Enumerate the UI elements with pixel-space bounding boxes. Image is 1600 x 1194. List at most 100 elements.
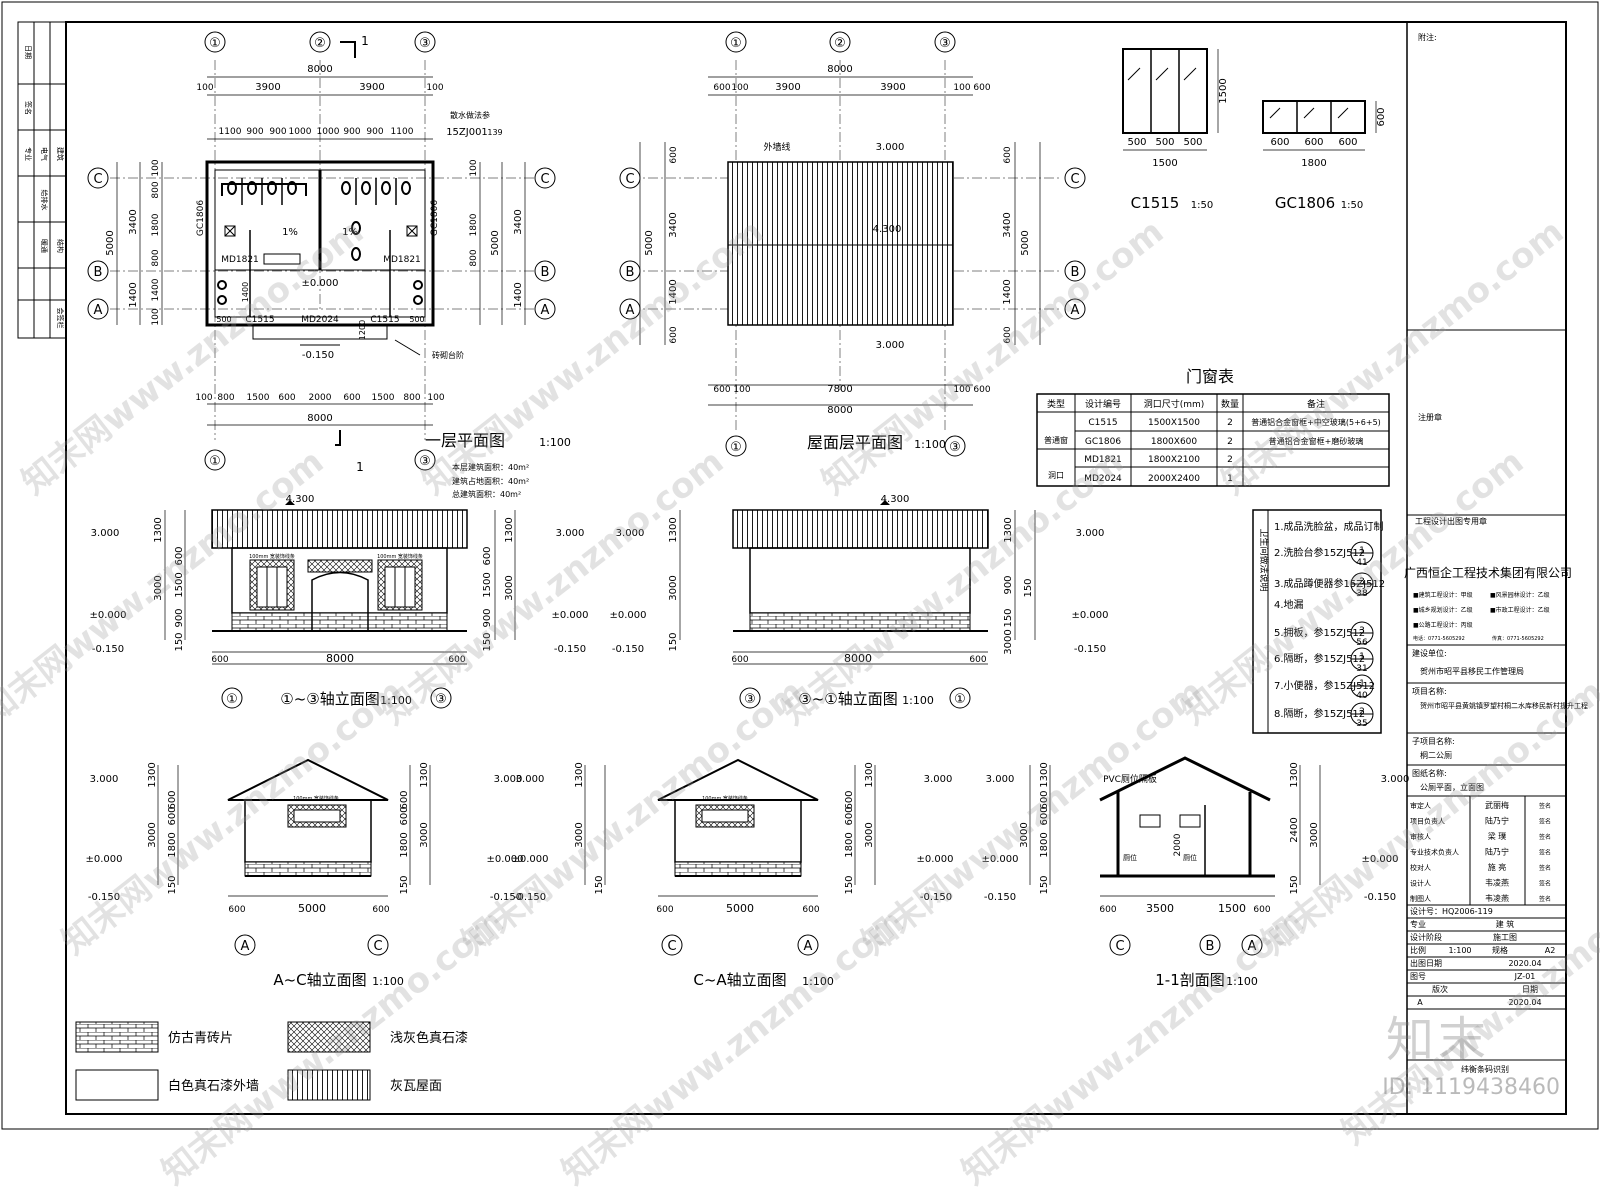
label: MD1821 (383, 255, 421, 265)
label: 暖通 (40, 239, 49, 253)
label: 结构 (56, 239, 65, 253)
label: 100 (733, 385, 750, 395)
grid-bubble-1 (725, 435, 747, 457)
label: 2.洗脸台参15ZJ512 (1274, 546, 1365, 559)
label: 设计人 (1410, 879, 1431, 888)
label: 1500 (372, 393, 395, 403)
label: 500 (216, 315, 231, 324)
elev1-title: ①~③轴立面图 (280, 690, 379, 708)
grid-bubble (1109, 934, 1131, 956)
grid-bubble-1-label: ① (730, 440, 742, 455)
label: 600 (174, 546, 185, 565)
label: 1:100 (914, 438, 946, 451)
label: 3.000 (1381, 774, 1410, 785)
label: 15ZJ001 (446, 127, 488, 138)
label: 150 (174, 632, 185, 651)
grid-bubble-1 (204, 449, 226, 471)
grid-bubble-a (1064, 298, 1086, 320)
legend-label: 灰瓦屋面 (390, 1079, 442, 1094)
label: 100 (151, 159, 161, 176)
grid-bubble (739, 687, 761, 709)
grid-bubble-a-label: A (626, 303, 635, 318)
label: 600 (399, 806, 410, 825)
grid-bubble (1241, 934, 1263, 956)
legend-swatch-cross (287, 1021, 371, 1053)
grid-bubble-3 (414, 31, 436, 53)
label: 100 (469, 159, 479, 176)
label: 3000 (1003, 629, 1014, 654)
grid-bubble (367, 934, 389, 956)
label: 900 (343, 127, 360, 137)
label: 3 (1359, 626, 1365, 636)
label: 签名 (24, 101, 33, 115)
label: 2000 (309, 393, 332, 403)
label: 日期 (1522, 985, 1538, 994)
label: 1800 (1039, 832, 1050, 857)
grid-bubble-c (87, 167, 109, 189)
label: 设计编号 (1085, 398, 1121, 410)
label: A2 (1545, 946, 1556, 955)
label: JZ-01 (1514, 972, 1536, 981)
label: 制图人 (1410, 894, 1431, 903)
label: 专业技术负责人 (1410, 848, 1459, 857)
grid-bubble (797, 934, 819, 956)
grid-bubble-c-label: C (625, 172, 634, 187)
label: 本层建筑面积：40m² (452, 462, 529, 472)
label: 签名 (1539, 818, 1551, 826)
grid-bubble-label: ① (226, 692, 238, 707)
label: 3900 (359, 82, 384, 93)
grid-bubble-label: C (373, 939, 382, 954)
label: 600 (372, 905, 389, 915)
section-1-1 (1029, 756, 1321, 897)
label: 8000 (307, 64, 332, 75)
grid-bubble-b (87, 260, 109, 282)
label: 100 (953, 385, 970, 395)
label: 1500X1500 (1148, 418, 1200, 428)
label: 600 (482, 546, 493, 565)
label: 1800 (399, 832, 410, 857)
label: 类型 (1047, 398, 1065, 410)
label: 6.隔断，参15ZJ512 (1274, 652, 1365, 665)
label: ■建筑工程设计：甲级 (1413, 591, 1473, 599)
label: 100 (151, 308, 161, 325)
grid-bubble (949, 687, 971, 709)
label: 校对人 (1410, 863, 1431, 872)
label: ±0.000 (486, 854, 523, 865)
label: PVC厕位隔板 (1103, 773, 1157, 785)
label: 3.000 (986, 774, 1015, 785)
label: 100 (427, 393, 444, 403)
label: MD1821 (221, 255, 259, 265)
label: 3 (1359, 577, 1365, 587)
label: 5000 (1020, 230, 1031, 255)
label: 600 (343, 393, 360, 403)
label: 7800 (827, 384, 852, 395)
left-signature-strip (17, 21, 67, 339)
label: 1400 (513, 282, 524, 307)
label: 600 (1253, 905, 1270, 915)
legend-label: 浅灰色真石漆 (390, 1030, 468, 1046)
label: 陆乃宁 (1485, 847, 1509, 857)
label: 贺州市昭平县黄姚镇罗望村桐二水库移民新村提升工程 (1420, 701, 1588, 710)
label: 子项目名称: (1412, 736, 1455, 746)
label: 500 (1183, 137, 1202, 148)
label: GC1806 (1085, 437, 1121, 447)
label: 3000 (504, 575, 515, 600)
label: 1.成品洗脸盆，成品订制 (1274, 520, 1384, 533)
label: 砖砌台阶 (432, 350, 464, 360)
grid-bubble-3-label: ③ (419, 36, 431, 51)
grid-bubble-3-label: ③ (419, 454, 431, 469)
label: 600 (969, 655, 986, 665)
label: 给排水 (40, 190, 49, 211)
label: 3000 (1019, 822, 1030, 847)
label: 900 (366, 127, 383, 137)
label: 150 (399, 875, 410, 894)
label: 3900 (880, 82, 905, 93)
plan1-title: 一层平面图 (425, 431, 505, 450)
label: 1:100 (380, 694, 412, 707)
label: 900 (269, 127, 286, 137)
label: 1:100 (372, 975, 404, 988)
legend-swatches (75, 1021, 371, 1101)
grid-bubble-label: ③ (744, 692, 756, 707)
grid-bubble-2-label: ② (834, 36, 846, 51)
label: 1:100 (902, 694, 934, 707)
